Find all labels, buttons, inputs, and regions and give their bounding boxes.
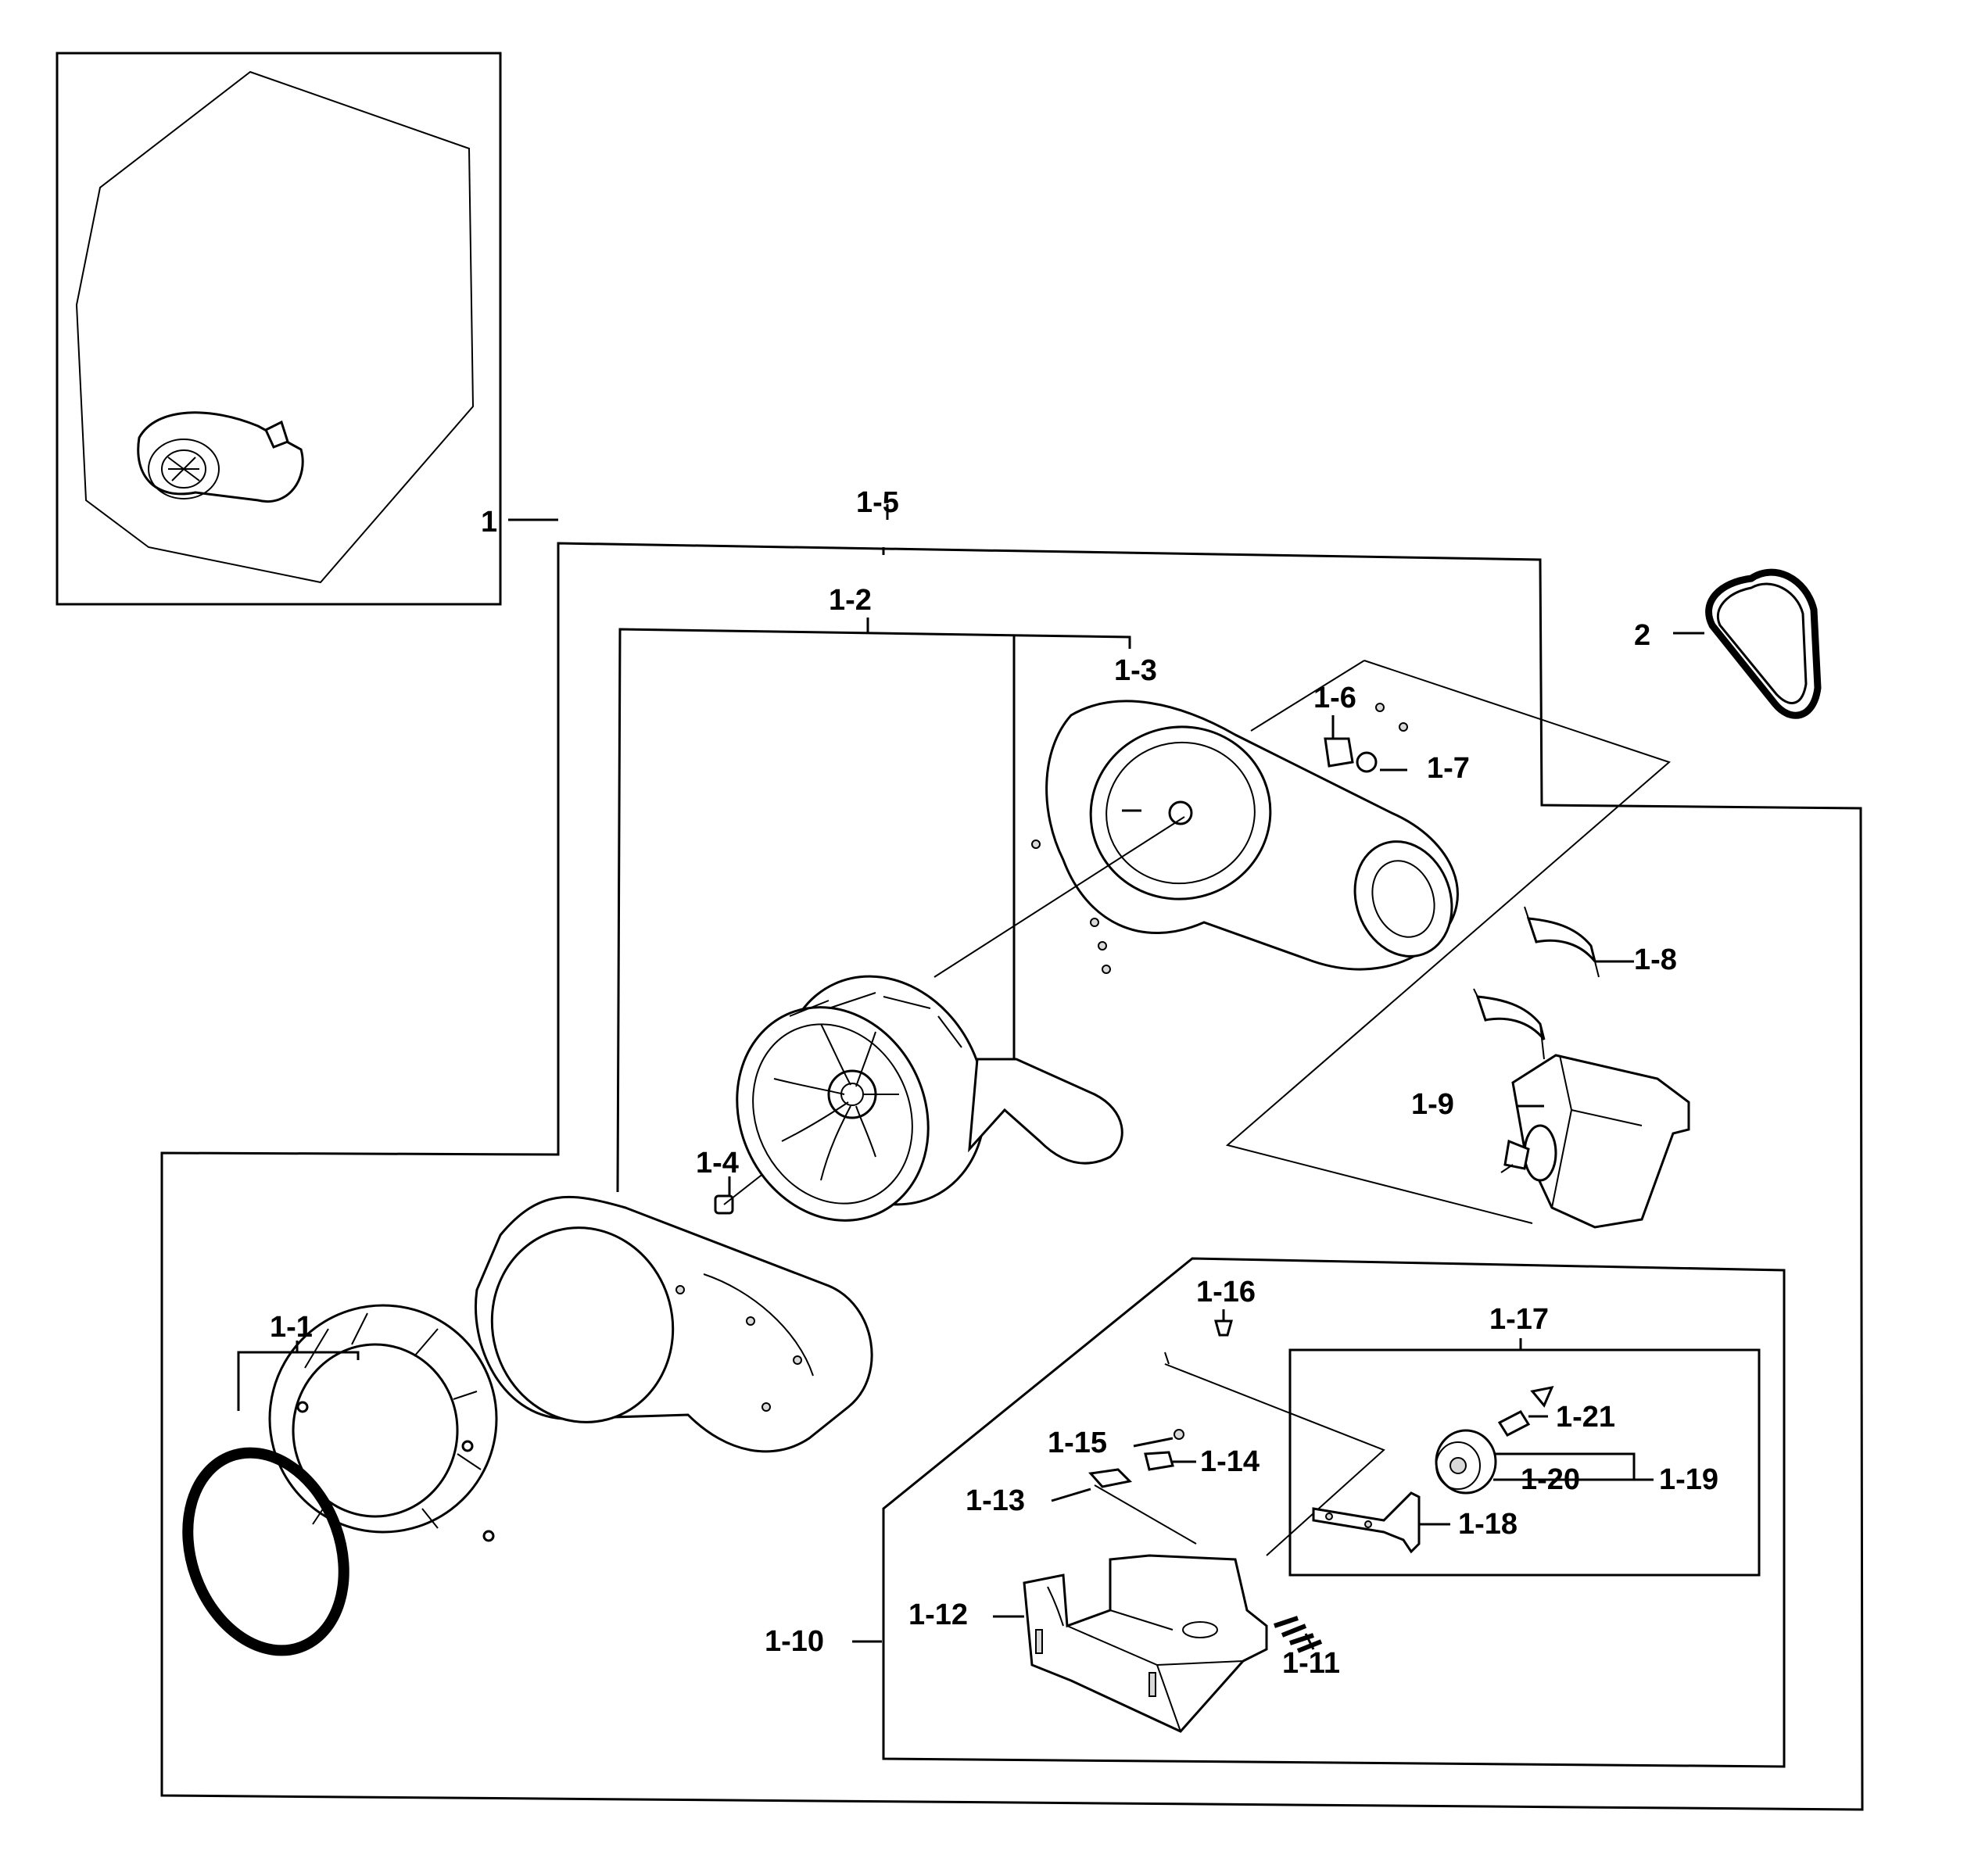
callout-1-20: 1-20 xyxy=(1521,1463,1580,1496)
part-1-7-nut xyxy=(1356,722,1408,773)
part-1-15-screw xyxy=(1174,1429,1184,1440)
part-1-16-screw xyxy=(1214,1319,1233,1337)
callout-1-13: 1-13 xyxy=(966,1484,1025,1517)
callout-1: 1 xyxy=(481,506,497,539)
callout-1-19: 1-19 xyxy=(1659,1463,1718,1496)
part-2-belt xyxy=(1705,568,1822,719)
part-1-11-spring xyxy=(1274,1616,1323,1653)
leader-lines xyxy=(508,504,1704,1650)
callout-1-9: 1-9 xyxy=(1411,1088,1454,1121)
part-1-9-motor xyxy=(1500,1054,1690,1229)
part-1-12-base-bracket xyxy=(1023,1554,1268,1733)
part-1-14-clip xyxy=(1144,1451,1174,1471)
callout-1-8: 1-8 xyxy=(1634,943,1677,976)
callout-1-4: 1-4 xyxy=(696,1147,739,1180)
callout-labels: 1 1-1 1-2 1-3 1-4 1-5 1-6 1-7 1-8 1-9 1-… xyxy=(270,486,1718,1680)
part-1-6-bracket xyxy=(1324,703,1385,768)
part-1-1-rear-grille xyxy=(268,1304,498,1542)
part-1-8-clamps xyxy=(1473,906,1600,1060)
callout-1-17: 1-17 xyxy=(1489,1303,1549,1336)
callout-1-2: 1-2 xyxy=(829,584,872,617)
callout-1-6: 1-6 xyxy=(1313,682,1356,714)
group-1-10-boundary xyxy=(882,1257,1786,1768)
callout-1-1: 1-1 xyxy=(270,1311,313,1344)
callout-1-18: 1-18 xyxy=(1458,1508,1518,1541)
group-1-19-bracket xyxy=(1446,1452,1654,1481)
callout-1-16: 1-16 xyxy=(1196,1276,1256,1309)
callout-2: 2 xyxy=(1634,619,1650,652)
callout-1-11: 1-11 xyxy=(1282,1647,1340,1680)
callout-1-7: 1-7 xyxy=(1427,752,1470,785)
callout-1-14: 1-14 xyxy=(1200,1445,1260,1478)
callout-1-15: 1-15 xyxy=(1048,1427,1107,1459)
inset-blower-assembly xyxy=(137,411,304,503)
part-1-21-bushing xyxy=(1497,1385,1554,1437)
part-1-18-idler-arm xyxy=(1312,1491,1421,1554)
location-inset xyxy=(56,52,502,606)
callout-1-10: 1-10 xyxy=(765,1625,824,1658)
part-1-13-clip xyxy=(1088,1468,1197,1545)
part-1-1-seal-ring xyxy=(182,1447,349,1656)
part-1-2-duct-flap xyxy=(968,1058,1123,1165)
part-1-3-blower-cover xyxy=(1031,700,1459,974)
group-1-2-bracket xyxy=(616,628,1131,1193)
part-1-2-blower-housing xyxy=(475,1195,873,1453)
callout-1-5: 1-5 xyxy=(856,486,899,519)
callout-1-3: 1-3 xyxy=(1114,654,1157,687)
inset-frame xyxy=(56,52,502,606)
callout-1-12: 1-12 xyxy=(908,1599,968,1631)
part-1-5-impeller xyxy=(736,975,987,1222)
assembly-1-boundary xyxy=(160,542,1864,1811)
motor-group-outline xyxy=(1225,660,1671,1224)
inset-cabinet-outline xyxy=(75,70,475,584)
callout-1-21: 1-21 xyxy=(1556,1401,1615,1434)
part-1-20-idler-pulley xyxy=(1435,1429,1497,1495)
group-1-17-box xyxy=(1288,1348,1761,1577)
